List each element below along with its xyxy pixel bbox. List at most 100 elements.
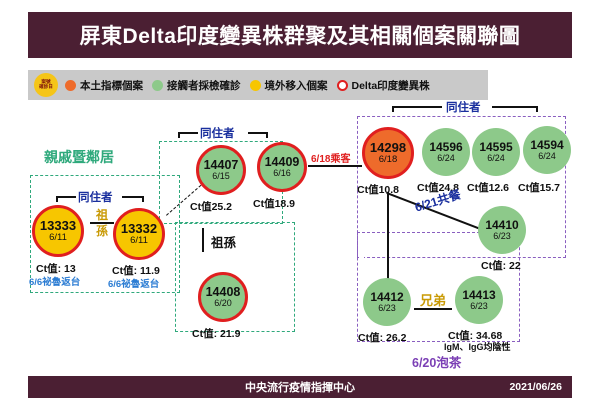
orange-dot-icon: [65, 79, 76, 91]
case-node-13332[interactable]: 13332 6/11: [113, 208, 165, 260]
bracket-right-cohabitant-tick-a: [392, 106, 394, 112]
label-brothers: 兄弟: [420, 293, 447, 308]
case-date-14595: 6/24: [487, 152, 505, 163]
footer-organization: 中央流行疫情指揮中心: [245, 382, 355, 394]
edge-14298-trunk: [387, 192, 390, 290]
case-node-14413[interactable]: 14413 6/23: [455, 276, 503, 324]
footer-banner: 中央流行疫情指揮中心 2021/06/26: [28, 376, 572, 398]
case-id-13332: 13332: [120, 221, 158, 237]
legend: 案號 確診日 本土指標個案 接觸者採檢確診 境外移入個案 Delta印度變異株: [28, 70, 488, 100]
case-node-14594[interactable]: 14594 6/24: [523, 126, 571, 174]
page-title: 屏東Delta印度變異株群聚及其相關個案關聯圖: [79, 25, 521, 48]
label-cohabitant-mid: 同住者: [200, 128, 235, 140]
case-date-14408: 6/20: [214, 297, 232, 308]
case-id-14410: 14410: [485, 217, 519, 232]
case-note-13333: 6/6祕魯返台: [29, 277, 81, 288]
edge-to-14408: [202, 228, 205, 252]
case-ct-14594: Ct值15.7: [518, 182, 561, 194]
case-node-14407[interactable]: 14407 6/15: [196, 145, 246, 195]
green-dot-icon: [152, 79, 163, 91]
case-date-14409: 6/16: [273, 167, 291, 178]
bracket-mid-cohabitant-tick-b: [266, 132, 268, 138]
group-box-delta-household-lower: [357, 232, 520, 342]
case-ct-14408: Ct值: 21.9: [192, 328, 241, 340]
case-date-13332: 6/11: [130, 234, 148, 246]
case-ct-14407: Ct值25.2: [190, 201, 233, 213]
brothers-divider-line: [414, 308, 452, 311]
purple-box-join-patch-b: [359, 234, 364, 258]
case-node-14409[interactable]: 14409 6/16: [257, 142, 307, 192]
case-date-14410: 6/23: [493, 230, 511, 241]
case-id-14594: 14594: [530, 137, 564, 152]
case-id-14408: 14408: [205, 284, 241, 299]
header-banner: 屏東Delta印度變異株群聚及其相關個案關聯圖: [28, 12, 572, 58]
grandparent-grandchild-divider-line: [90, 222, 114, 225]
legend-item-delta-variant: Delta印度變異株: [336, 78, 430, 93]
bracket-mid-cohabitant-tick-a: [178, 132, 180, 138]
label-grandparent-char: 祖: [95, 208, 108, 222]
yellow-dot-icon: [249, 79, 261, 91]
case-ct-14413: Ct值: 34.68: [448, 330, 503, 342]
legend-label-contact-confirmed: 接觸者採檢確診: [167, 79, 241, 92]
legend-item-local-index-case: 本土指標個案: [65, 78, 143, 93]
label-passenger-618: 6/18乘客: [311, 154, 351, 165]
case-node-14298[interactable]: 14298 6/18: [362, 127, 414, 179]
case-ct-13332: Ct值: 11.9: [112, 265, 160, 277]
label-cohabitant-left: 同住者: [78, 192, 113, 204]
label-relatives-neighbors: 親戚暨鄰居: [44, 149, 114, 165]
edge-14409-to-14298: [308, 165, 362, 168]
label-grandparent-grandchild-vertical: 祖 孫: [89, 209, 115, 237]
case-id-14407: 14407: [203, 157, 239, 172]
case-ct-14412: Ct值: 26.2: [358, 332, 407, 344]
case-date-13333: 6/11: [49, 231, 67, 243]
label-grandchild-char: 孫: [95, 224, 108, 239]
case-node-14412[interactable]: 14412 6/23: [363, 278, 411, 326]
legend-item-imported-case: 境外移入個案: [249, 78, 328, 93]
case-note-14413: IgM、IgG均陰性: [444, 342, 511, 352]
legend-item-contact-confirmed: 接觸者採檢確診: [152, 78, 241, 93]
legend-badge-line2: 確診日: [39, 84, 53, 89]
group-box-grandparent-grandchild: [175, 222, 295, 332]
case-date-14412: 6/23: [378, 302, 396, 313]
label-tea-620: 6/20泡茶: [412, 356, 462, 370]
case-ct-14595: Ct值12.6: [467, 182, 510, 194]
case-date-14413: 6/23: [470, 300, 488, 311]
bracket-right-cohabitant-tick-b: [536, 106, 538, 112]
case-id-14298: 14298: [369, 140, 407, 156]
legend-badge-line1: 案號: [41, 79, 51, 85]
case-note-13332: 6/6祕魯返台: [108, 279, 160, 290]
bracket-left-cohabitant-line-b: [122, 196, 144, 198]
case-id-14412: 14412: [370, 289, 404, 304]
case-id-14413: 14413: [462, 287, 496, 302]
bracket-left-cohabitant-tick-a: [56, 196, 58, 202]
bracket-right-cohabitant-line-b: [492, 106, 538, 108]
label-cohabitant-right: 同住者: [446, 102, 481, 114]
legend-label-local-index-case: 本土指標個案: [80, 79, 143, 92]
legend-case-key-badge: 案號 確診日: [34, 73, 58, 97]
group-box-relatives-neighbors: [30, 175, 180, 293]
group-box-delta-household-upper: [357, 116, 566, 258]
case-node-14410[interactable]: 14410 6/23: [478, 206, 526, 254]
case-id-14409: 14409: [264, 154, 300, 169]
case-id-13333: 13333: [39, 218, 77, 234]
case-date-14594: 6/24: [538, 150, 556, 161]
bracket-mid-cohabitant-line-b: [248, 132, 268, 134]
case-node-14408[interactable]: 14408 6/20: [198, 272, 248, 322]
case-node-14596[interactable]: 14596 6/24: [422, 128, 470, 176]
case-ct-14409: Ct值18.9: [253, 198, 296, 210]
bracket-left-cohabitant-line-a: [56, 196, 76, 198]
purple-box-join-patch-a: [359, 250, 518, 257]
case-node-13333[interactable]: 13333 6/11: [32, 205, 84, 257]
case-id-14595: 14595: [479, 139, 513, 154]
case-id-14596: 14596: [429, 139, 463, 154]
legend-label-imported-case: 境外移入個案: [264, 79, 328, 92]
case-date-14407: 6/15: [212, 170, 230, 181]
bracket-left-cohabitant-tick-b: [142, 196, 144, 202]
case-node-14595[interactable]: 14595 6/24: [472, 128, 520, 176]
case-ct-14596: Ct值24.8: [417, 182, 460, 194]
case-date-14596: 6/24: [437, 152, 455, 163]
red-ring-icon: [336, 79, 348, 91]
label-grandparent-grandchild: 祖孫: [211, 236, 237, 250]
case-ct-14410: Ct值: 22: [481, 260, 521, 272]
footer-date: 2021/06/26: [509, 381, 562, 393]
